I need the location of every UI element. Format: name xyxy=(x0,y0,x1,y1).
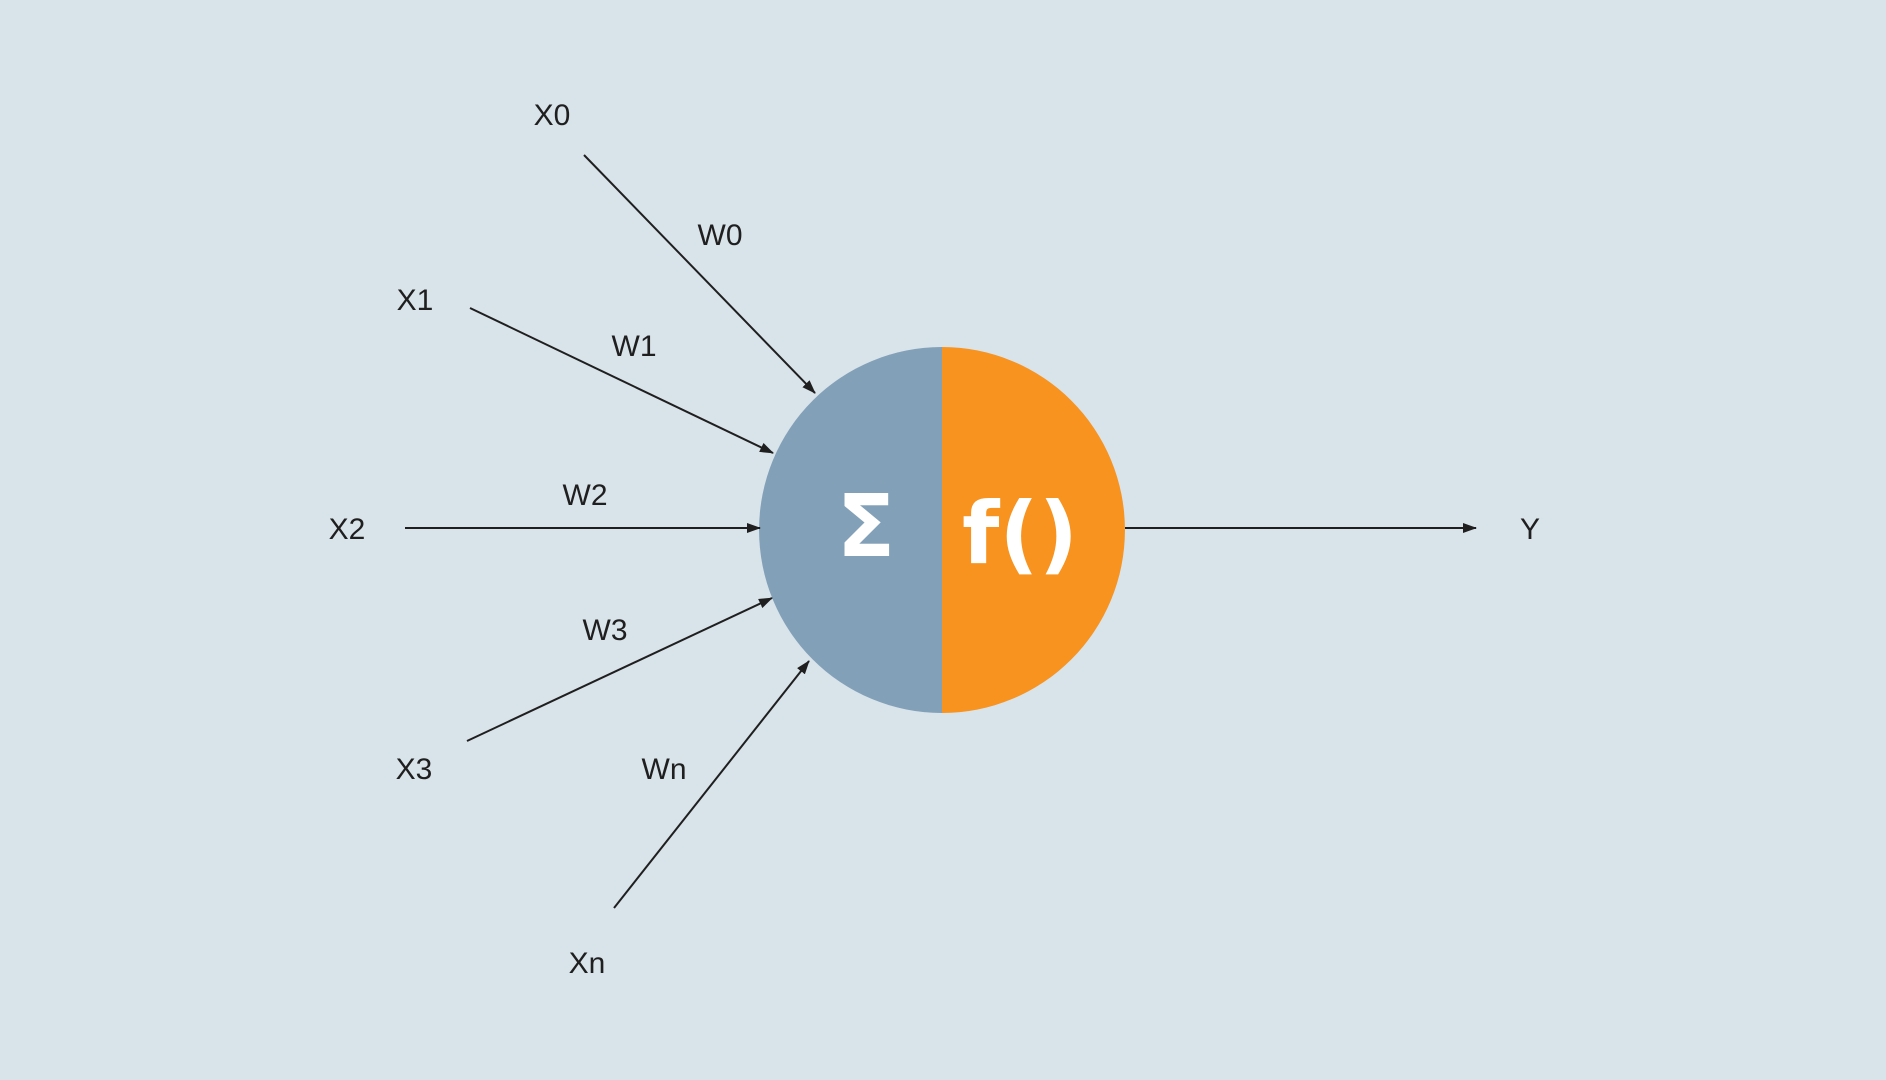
weight-label-w0: W0 xyxy=(698,219,743,252)
summation-half xyxy=(759,347,942,713)
activation-half xyxy=(942,347,1125,713)
neuron: Σ f() xyxy=(759,347,1125,713)
weight-label-w2: W2 xyxy=(563,479,608,512)
weight-label-w3: W3 xyxy=(583,614,628,647)
weight-label-w1: W1 xyxy=(612,330,657,363)
edge-xn xyxy=(613,660,810,909)
input-label-x1: X1 xyxy=(397,284,434,317)
input-label-xn: Xn xyxy=(569,947,606,980)
edge-x0 xyxy=(583,154,816,394)
activation-symbol: f() xyxy=(962,484,1078,584)
input-label-x2: X2 xyxy=(329,513,366,546)
input-label-x0: X0 xyxy=(534,99,571,132)
output-label: Y xyxy=(1520,513,1540,546)
weight-label-wn: Wn xyxy=(642,753,687,786)
sum-symbol: Σ xyxy=(837,477,896,577)
edge-x3 xyxy=(466,597,773,742)
edge-x1 xyxy=(469,307,774,454)
input-label-x3: X3 xyxy=(396,753,433,786)
